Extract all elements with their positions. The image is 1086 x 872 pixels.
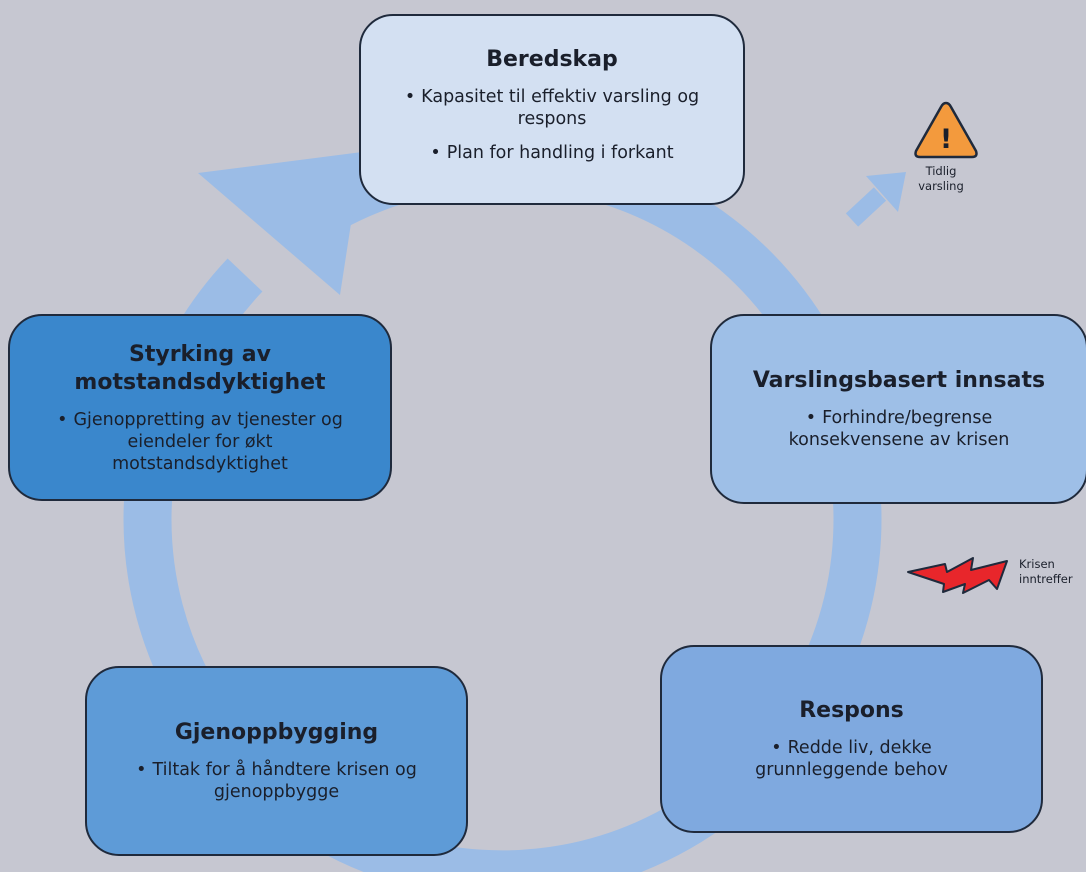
stage-bullet: •Tiltak for å håndtere krisen og gjenopp…	[136, 760, 417, 802]
bullet-dot: •	[57, 409, 68, 430]
stage-beredskap: Beredskap •Kapasitet til effektiv varsli…	[359, 14, 745, 205]
stage-bullet: •Kapasitet til effektiv varsling og resp…	[404, 87, 700, 129]
stage-gjenoppbygging: Gjenoppbygging •Tiltak for å håndtere kr…	[85, 666, 468, 856]
stage-title: Styrking av motstandsdyktighet	[74, 341, 326, 395]
stage-title: Beredskap	[486, 47, 618, 72]
stage-respons: Respons •Redde liv, dekke grunnleggende …	[660, 645, 1043, 833]
warning-triangle-icon: !	[914, 101, 978, 159]
stage-styrking-av-motstandsdyktighet: Styrking av motstandsdyktighet •Gjenoppr…	[8, 314, 392, 501]
bullet-dot: •	[136, 760, 147, 780]
bullet-dot: •	[805, 408, 817, 428]
stage-bullet: •Forhindre/begrense konsekvensene av kri…	[788, 408, 1010, 450]
early-warning-label: Tidlig varsling	[918, 164, 964, 193]
lightning-bolt-icon	[907, 557, 1008, 594]
stage-bullet: •Plan for handling i forkant	[430, 143, 674, 163]
bullet-dot: •	[430, 143, 441, 163]
stage-title: Varslingsbasert innsats	[752, 368, 1046, 393]
stage-varslingsbasert-innsats: Varslingsbasert innsats •Forhindre/begre…	[710, 314, 1086, 504]
stage-bullet: •Redde liv, dekke grunnleggende behov	[755, 738, 948, 780]
bullet-dot: •	[404, 87, 416, 107]
stage-title: Gjenoppbygging	[174, 720, 379, 745]
stage-title: Respons	[799, 698, 904, 723]
bullet-dot: •	[771, 738, 782, 758]
crisis-label: Krisen inntreffer	[1019, 557, 1073, 586]
stage-bullet: •Gjenoppretting av tjenester og eiendele…	[57, 409, 343, 474]
warning-symbol: !	[940, 124, 952, 155]
